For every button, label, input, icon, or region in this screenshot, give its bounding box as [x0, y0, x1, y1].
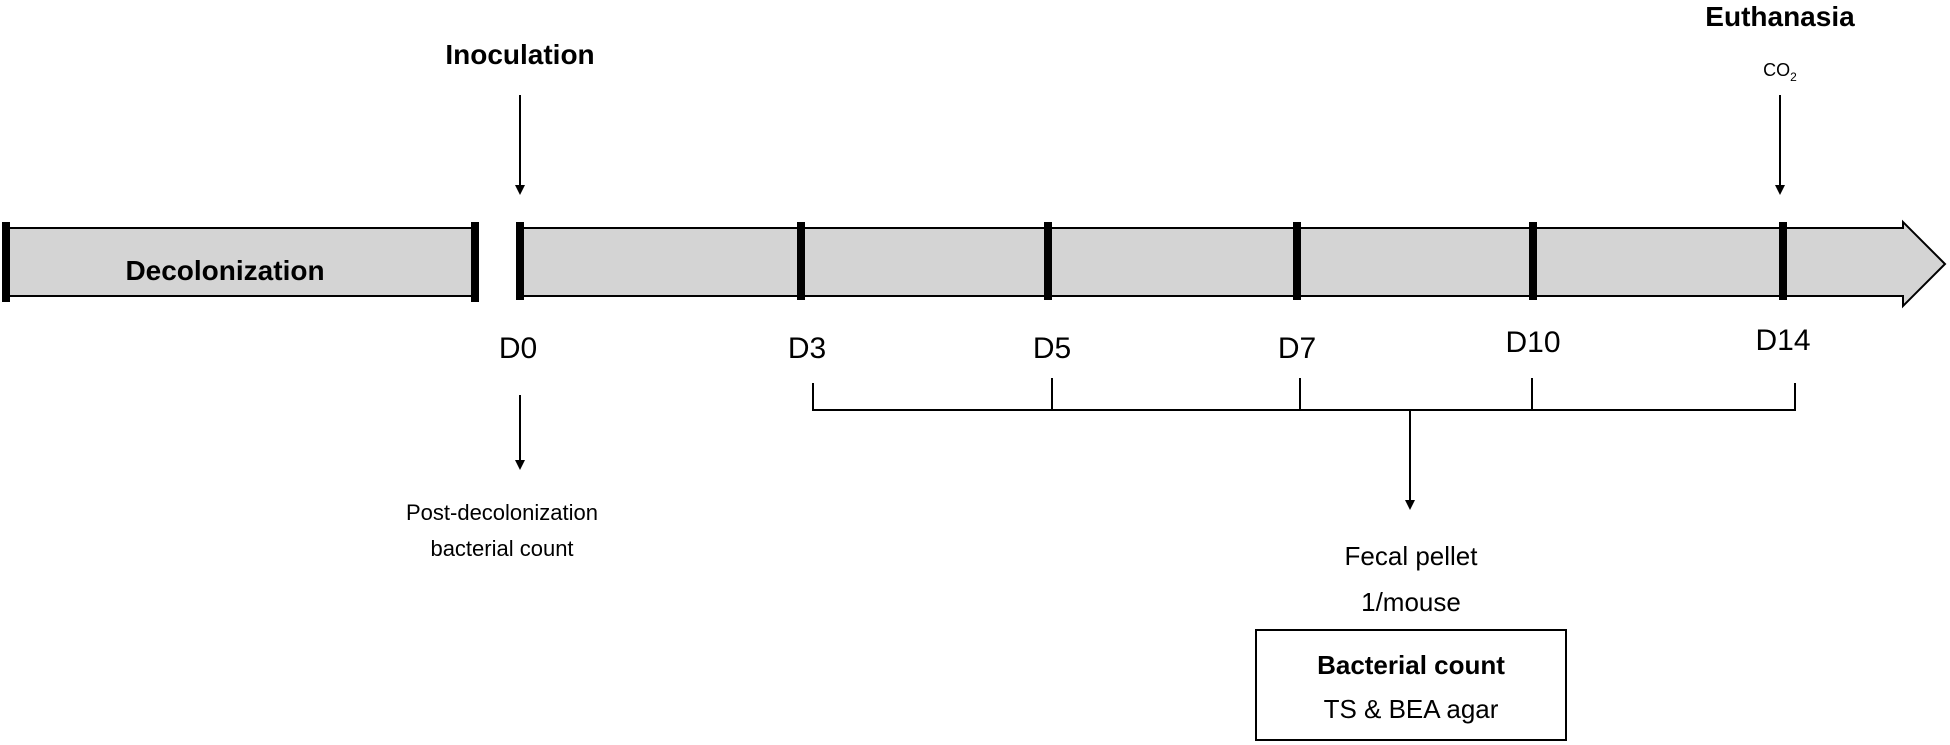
day-label-d3: D3: [788, 332, 826, 365]
decolonization-label: Decolonization: [125, 255, 324, 286]
tick-d10: [1529, 222, 1537, 300]
day-label-d10: D10: [1505, 326, 1560, 359]
fecal-pellet-line2: 1/mouse: [1361, 587, 1461, 617]
co2-main: CO: [1763, 60, 1790, 80]
decolonization-bar-left-cap: [2, 222, 10, 302]
post-decolonization-line2: bacterial count: [430, 536, 573, 561]
tick-d3: [797, 222, 805, 300]
day-label-d7: D7: [1278, 332, 1316, 365]
tick-d7: [1293, 222, 1301, 300]
tick-d14: [1779, 222, 1787, 300]
timeline-arrow: [519, 219, 1947, 309]
bacterial-count-subtitle: TS & BEA agar: [1324, 694, 1499, 724]
day-label-d5: D5: [1033, 332, 1071, 365]
decolonization-bar-right-cap: [471, 222, 479, 302]
co2-subscript: 2: [1790, 70, 1797, 84]
post-decolonization-line1: Post-decolonization: [406, 500, 598, 525]
inoculation-label: Inoculation: [445, 39, 594, 70]
bacterial-count-box: [1255, 629, 1567, 741]
day-label-d0: D0: [499, 332, 537, 365]
tick-d0: [516, 222, 524, 300]
day-label-d14: D14: [1755, 324, 1810, 357]
decolonization-bar: [4, 227, 476, 297]
fecal-pellet-line1: Fecal pellet: [1345, 541, 1479, 571]
euthanasia-label: Euthanasia: [1705, 1, 1855, 32]
euthanasia-method: CO2: [1763, 60, 1797, 84]
sampling-bracket: [812, 383, 1796, 411]
bacterial-count-title: Bacterial count: [1317, 650, 1505, 680]
tick-d5: [1044, 222, 1052, 300]
